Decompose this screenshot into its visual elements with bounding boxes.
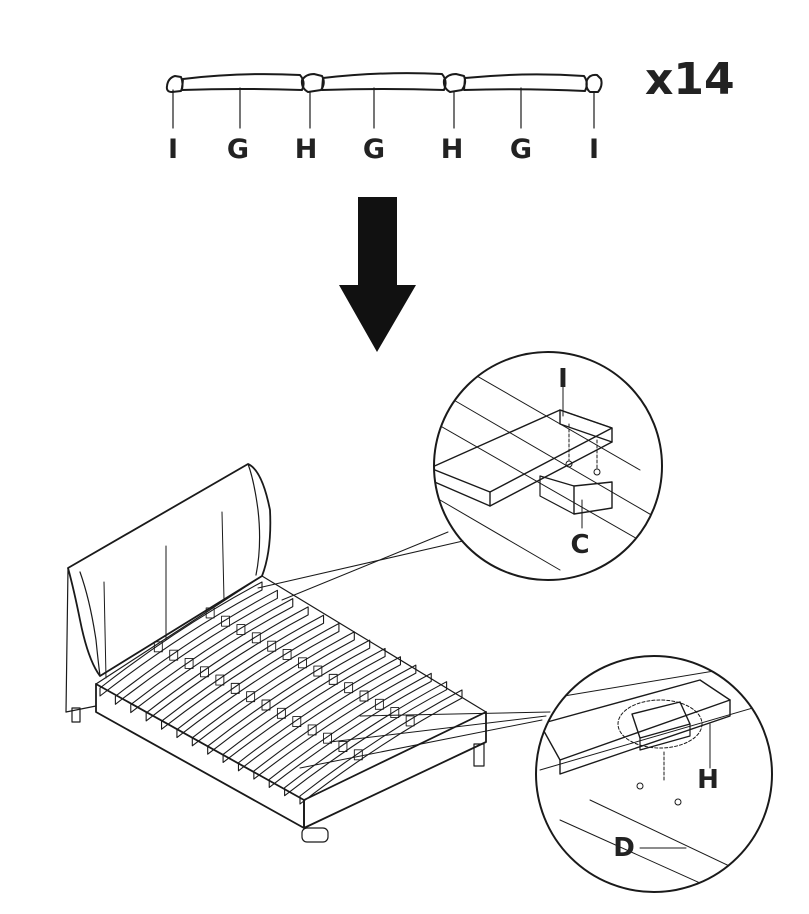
slat-connector bbox=[292, 716, 302, 728]
slat-connector bbox=[215, 674, 225, 686]
slat-connector bbox=[390, 707, 400, 719]
slat-label-i-left: I bbox=[168, 134, 178, 165]
slat-part-labels: I G H G H G I bbox=[168, 134, 599, 165]
bed-frame-illustration bbox=[65, 463, 551, 843]
slat-connector bbox=[353, 749, 363, 761]
slat-connector bbox=[221, 615, 230, 627]
slat-connector bbox=[200, 666, 209, 678]
slat-connector bbox=[246, 691, 256, 703]
slat-label-i-right: I bbox=[589, 134, 599, 165]
detail-label-h: H bbox=[697, 765, 719, 795]
slat-connector bbox=[374, 698, 384, 710]
slat-connector bbox=[328, 673, 338, 685]
detail-label-d: D bbox=[613, 833, 635, 863]
slat-connector bbox=[338, 741, 348, 752]
slat-connector bbox=[313, 665, 323, 677]
slat-connector bbox=[405, 715, 415, 727]
slat-label-g-2: G bbox=[363, 134, 385, 165]
slat-assembly-illustration bbox=[165, 72, 603, 129]
slat-connector bbox=[344, 682, 354, 694]
slat-connector bbox=[205, 607, 215, 619]
slat-connector bbox=[261, 699, 271, 711]
detail-label-c: C bbox=[570, 530, 589, 560]
slat-connector bbox=[251, 632, 261, 644]
detail-circle-top: I C bbox=[433, 351, 663, 581]
slat-connector bbox=[359, 690, 369, 702]
slat-connector bbox=[230, 682, 240, 694]
bed-slat bbox=[114, 589, 278, 705]
slat-connector bbox=[276, 707, 286, 719]
slat-connector bbox=[323, 732, 333, 744]
slat-connector bbox=[236, 624, 246, 635]
slat-connector bbox=[307, 724, 317, 736]
slat-label-h-1: H bbox=[295, 134, 318, 165]
slat-connector bbox=[169, 649, 179, 661]
slat-label-g-3: G bbox=[510, 134, 532, 165]
slat-connector bbox=[298, 657, 307, 669]
down-arrow-icon bbox=[339, 197, 416, 352]
detail-label-i: I bbox=[558, 364, 568, 394]
slat-connector bbox=[282, 649, 292, 660]
slat-connector bbox=[267, 640, 277, 652]
quantity-label: x14 bbox=[645, 54, 735, 105]
bed-slats bbox=[99, 581, 463, 805]
slat-connector bbox=[153, 641, 163, 653]
detail-circle-bottom: H D bbox=[535, 655, 773, 893]
slat-connector bbox=[184, 658, 194, 669]
bed-slat bbox=[99, 581, 263, 697]
slat-label-h-2: H bbox=[441, 134, 464, 165]
slat-label-g-1: G bbox=[227, 134, 249, 165]
